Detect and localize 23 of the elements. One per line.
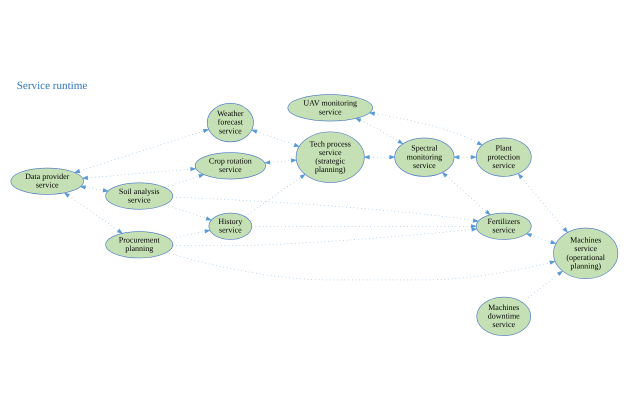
arrow (453, 154, 477, 159)
arrow (244, 173, 306, 216)
arrow (166, 252, 556, 280)
arrow (522, 270, 564, 302)
arrow (168, 228, 211, 239)
arrow (74, 128, 210, 173)
arrow (368, 111, 483, 146)
arrow (264, 158, 298, 164)
diagram-title: Service runtime (16, 79, 88, 92)
arrow (164, 204, 212, 220)
arrow (82, 166, 197, 180)
arrow (518, 172, 568, 233)
arrow (526, 232, 557, 244)
arrow (354, 117, 404, 144)
arrow (79, 184, 110, 192)
arrow (363, 154, 396, 159)
arrow (172, 196, 480, 222)
arrow (442, 171, 491, 215)
arrow (172, 226, 478, 246)
arrow (64, 192, 124, 234)
arrow (251, 129, 300, 146)
arrow (252, 224, 478, 228)
arrow (164, 174, 205, 188)
